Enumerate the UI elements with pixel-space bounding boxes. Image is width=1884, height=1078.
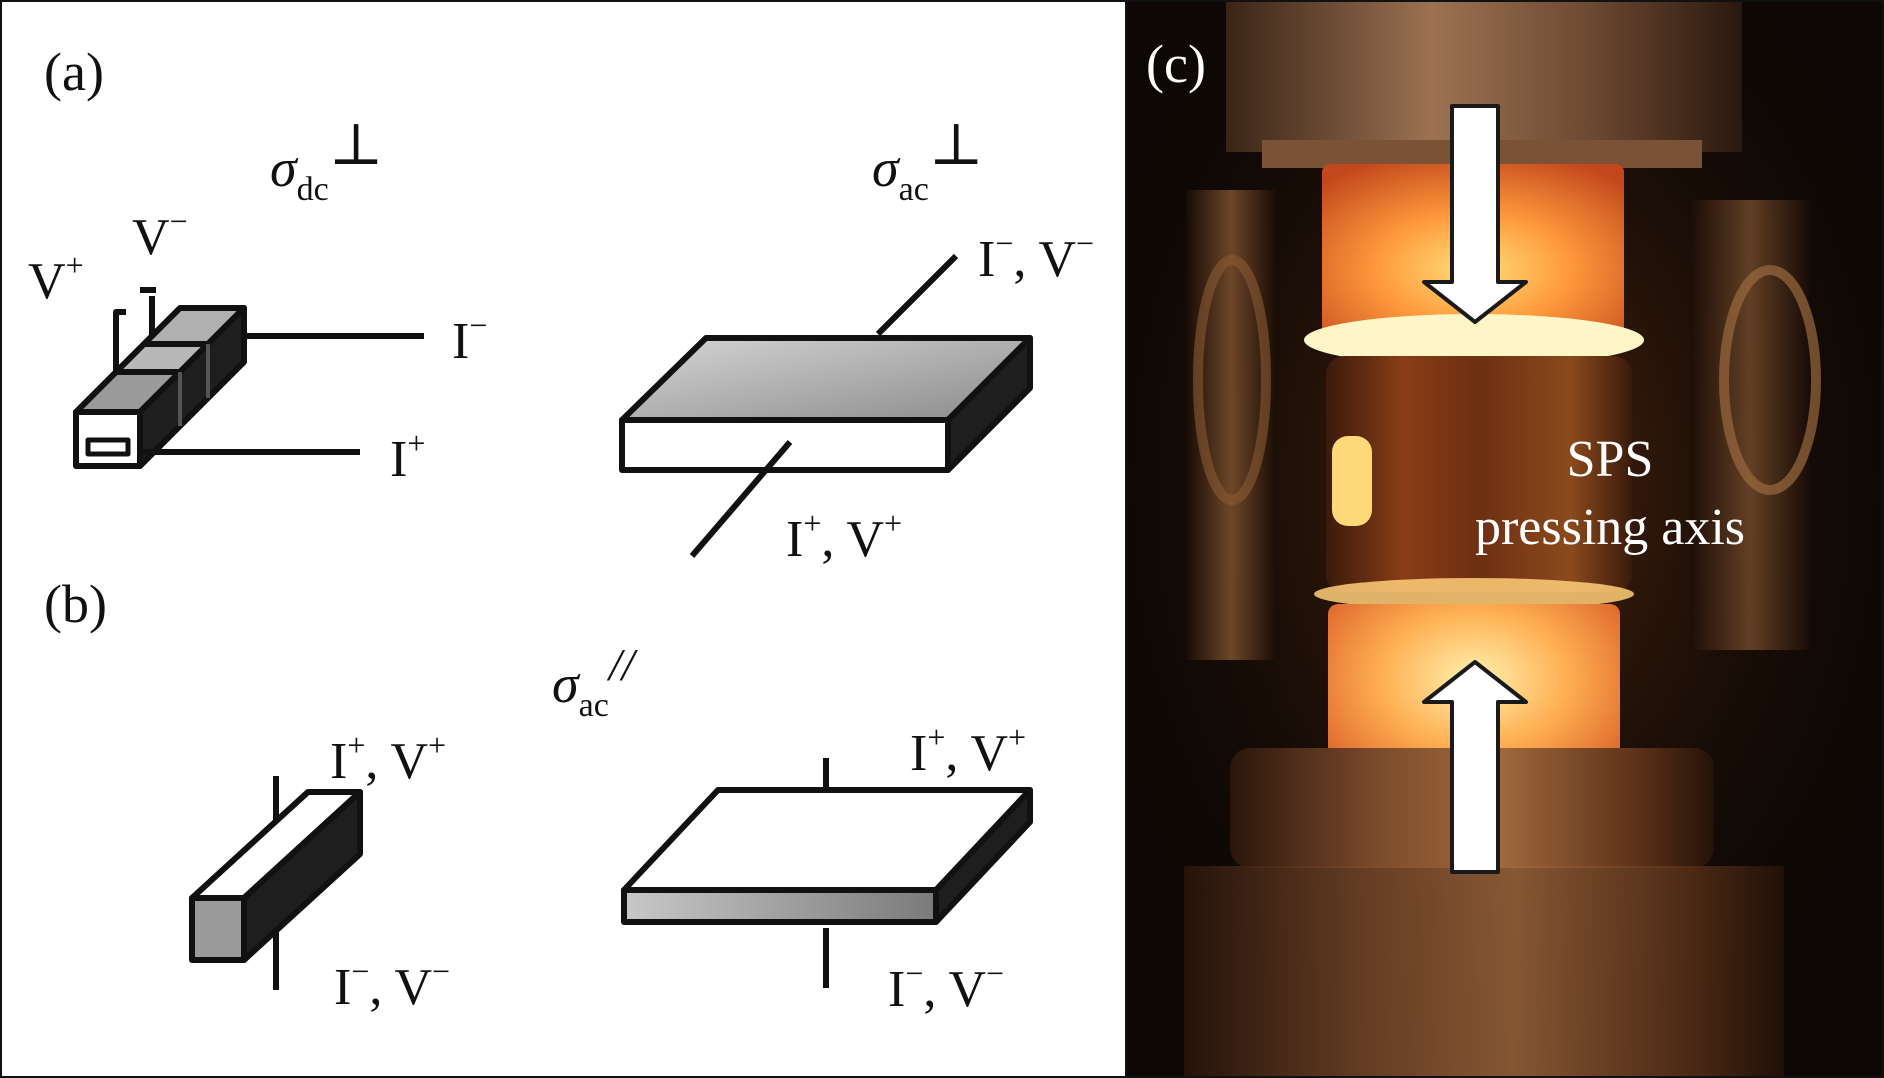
bar-top-contact-label: I+, V+ (330, 727, 446, 790)
die-body (1326, 356, 1632, 592)
pressing-arrows (1422, 104, 1528, 874)
perpendicular-symbol: ⊥ (329, 112, 384, 177)
down-arrow-icon (1422, 104, 1528, 324)
sigma-symbol: σ (270, 138, 299, 198)
sigma-dc-perp-label: σdc⊥ (270, 112, 383, 208)
frame-right-ring (1719, 265, 1821, 495)
panel-c-photo: (c) SPS pressing axis (1126, 2, 1882, 1076)
base-ring-lower (1184, 866, 1784, 1076)
ac-parallel-bar (189, 776, 363, 990)
panel-b-label: (b) (44, 574, 107, 634)
plate-front-face (621, 887, 939, 925)
dc-subscript: dc (297, 171, 329, 208)
ac-perp-lower-wire (689, 440, 793, 558)
ac-perp-plate (619, 253, 1033, 558)
bar-side-face (241, 789, 363, 963)
frame-left-ring (1193, 255, 1271, 505)
sps-caption-line2: pressing axis (1475, 499, 1745, 556)
sigma-ac-perp-label: σac⊥ (872, 112, 983, 208)
dc-bar-sample (73, 287, 424, 469)
panel-c-label: (c) (1146, 34, 1206, 94)
ac-perp-upper-wire (875, 253, 959, 337)
plate-top-contact-label: I+, V+ (910, 719, 1026, 782)
ac-perp-top-contact-label: I−, V− (978, 225, 1094, 288)
v-plus-label: V+ (28, 247, 84, 310)
dc-bar-inner-contact (85, 437, 131, 457)
ac-parallel-plate (621, 758, 1033, 988)
panel-a: (a) σdc⊥ V+ V− I− I+ (28, 42, 1094, 568)
plate-bottom-contact-label: I−, V− (888, 955, 1004, 1018)
frame-right-post (1690, 200, 1810, 650)
i-plus-label: I+ (390, 425, 425, 488)
panel-a-label: (a) (44, 42, 104, 102)
sps-caption-line1: SPS (1567, 431, 1654, 488)
v-plus-wire (113, 309, 126, 372)
up-arrow-icon (1422, 660, 1528, 874)
die-highlight (1332, 436, 1372, 526)
sigma-ac-parallel-label: σac// (552, 639, 639, 724)
plate-side-face (933, 787, 1033, 925)
dc-bar-side-face (137, 305, 247, 469)
bar-bottom-contact-label: I−, V− (334, 953, 450, 1016)
bar-front-face (189, 895, 247, 963)
panel-b: (b) σac// I+, V+ I−, V− I+, V+ I−, V− (44, 574, 1033, 1018)
v-minus-label: V− (132, 203, 188, 266)
ac-perp-plate-side (945, 335, 1033, 473)
ac-perp-bottom-contact-label: I+, V+ (786, 505, 902, 568)
upper-punch-hot-edge (1304, 314, 1644, 366)
die-bottom-hot-edge (1314, 578, 1634, 610)
i-minus-label: I− (452, 307, 487, 370)
